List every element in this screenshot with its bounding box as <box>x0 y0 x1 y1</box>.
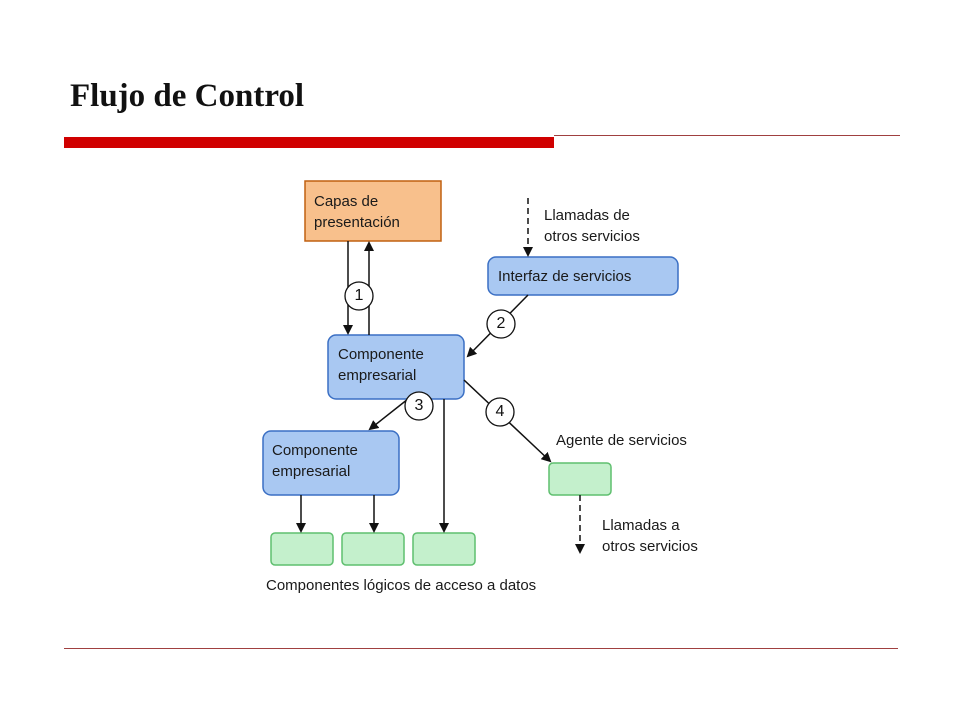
step-number-3: 3 <box>414 397 424 414</box>
business-component-main-line2: empresarial <box>338 367 417 384</box>
step-circle-2 <box>486 309 516 339</box>
calls-in-label-line2: otros servicios <box>544 228 640 245</box>
footer-divider-line <box>64 648 898 649</box>
step-number-4: 4 <box>495 403 505 420</box>
business-component-sub-line2: empresarial <box>272 463 351 480</box>
arrow-component-to-subcomponent <box>368 398 409 431</box>
control-flow-diagram: 1 2 3 4 Capas de presentación Interfaz d… <box>252 170 736 608</box>
business-component-main-line1: Componente <box>338 346 424 363</box>
data-access-box-2 <box>341 532 405 566</box>
presentation-box <box>304 180 442 242</box>
presentation-label-line2: presentación <box>314 214 400 231</box>
step-number-2: 2 <box>496 315 506 332</box>
step-circle-1 <box>344 281 374 311</box>
business-component-sub-box <box>262 430 400 496</box>
business-component-sub-line1: Componente <box>272 442 358 459</box>
data-access-label: Componentes lógicos de acceso a datos <box>266 577 537 594</box>
title-accent-bar <box>64 137 554 148</box>
calls-in-label-line1: Llamadas de <box>544 207 630 224</box>
title-divider-line <box>554 135 900 136</box>
service-interface-label: Interfaz de servicios <box>498 268 632 285</box>
step-circle-3 <box>404 391 434 421</box>
data-access-box-1 <box>270 532 334 566</box>
slide-title: Flujo de Control <box>70 78 305 114</box>
calls-out-label-line1: Llamadas a <box>602 517 680 534</box>
data-access-box-3 <box>412 532 476 566</box>
service-interface-box <box>487 256 679 296</box>
step-number-1: 1 <box>354 287 364 304</box>
business-component-main-box <box>327 334 465 400</box>
diagram-canvas <box>262 180 679 566</box>
service-agent-box <box>548 462 612 496</box>
service-agent-label: Agente de servicios <box>556 432 687 449</box>
step-circle-4 <box>485 397 515 427</box>
presentation-label-line1: Capas de <box>314 193 379 210</box>
calls-out-label-line2: otros servicios <box>602 538 698 555</box>
